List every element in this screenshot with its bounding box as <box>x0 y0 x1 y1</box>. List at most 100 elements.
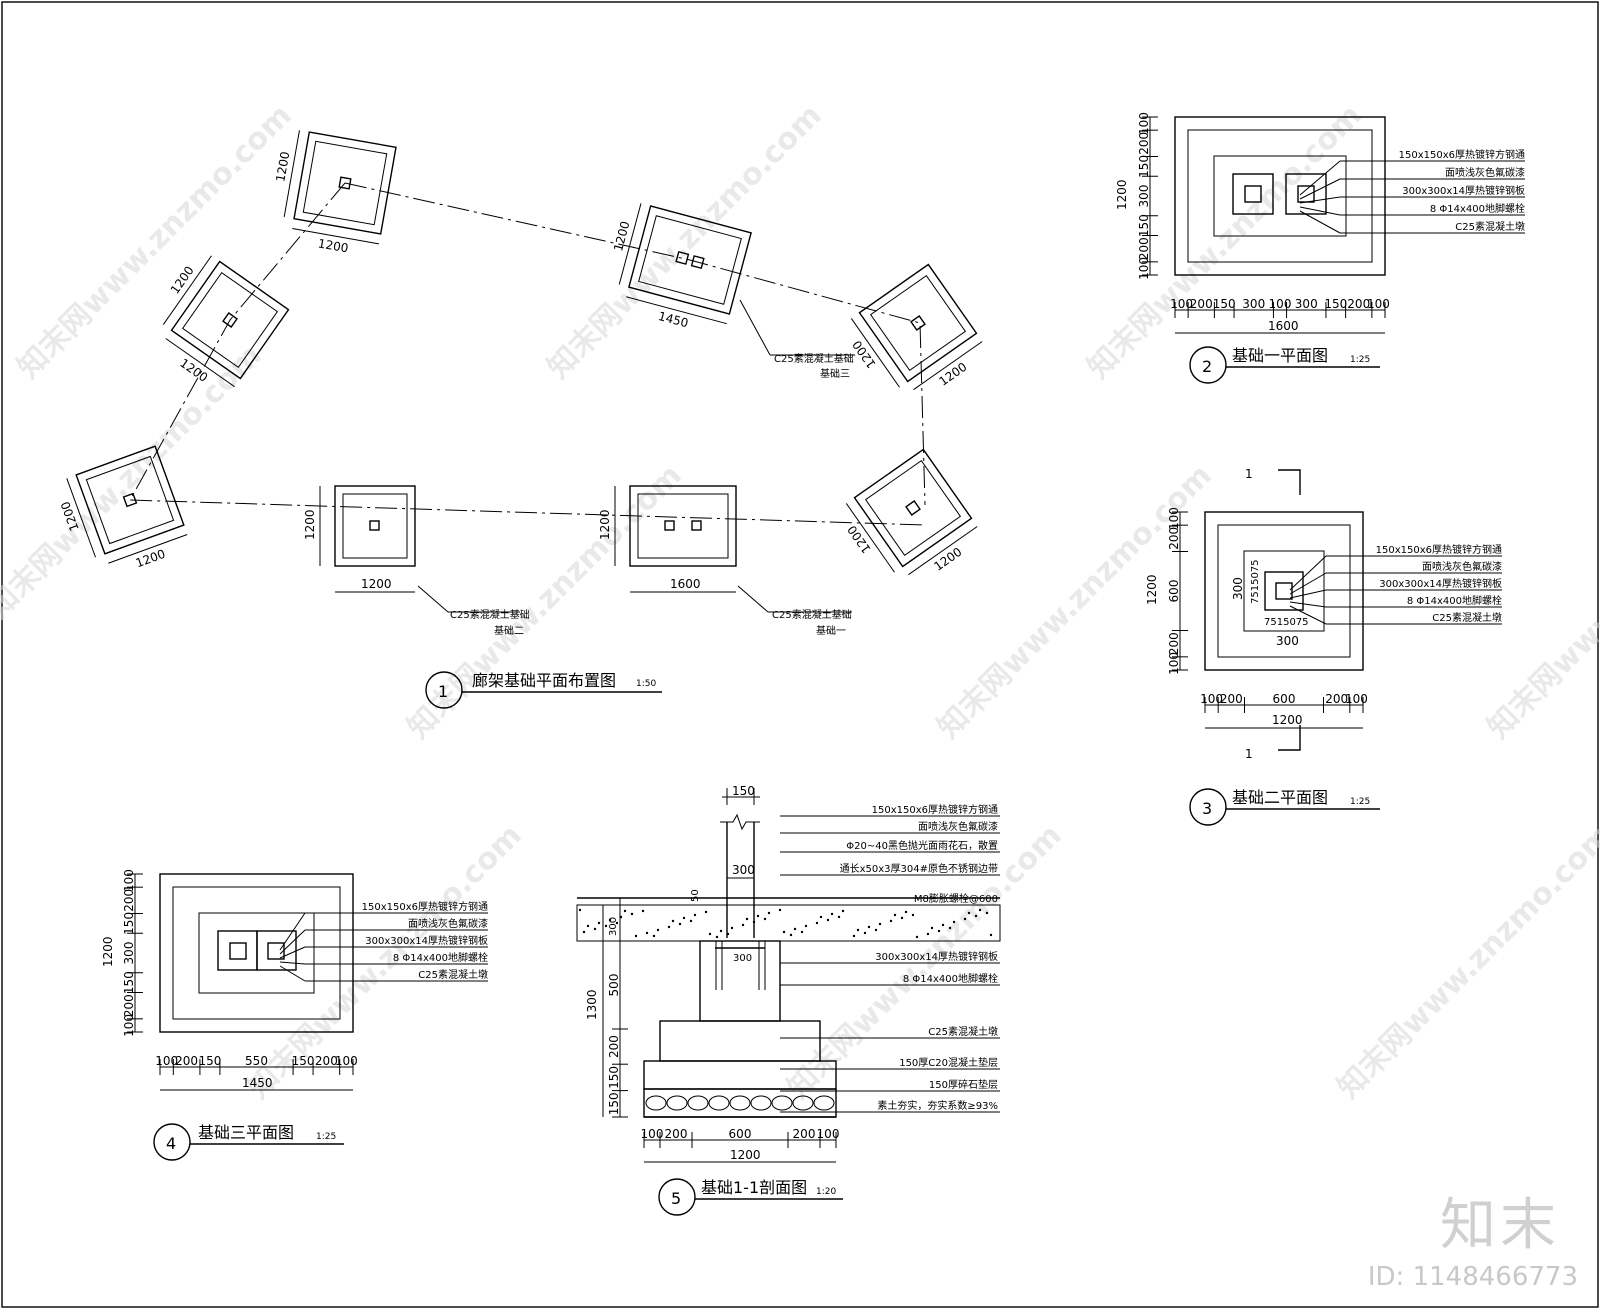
aggregate-dot <box>915 935 919 939</box>
note-text: 150x150x6厚热镀锌方钢通 <box>362 900 488 913</box>
svg-text:300: 300 <box>1276 634 1299 648</box>
view-number: 2 <box>1202 357 1212 376</box>
leader-line <box>279 961 306 965</box>
aggregate-dot <box>789 933 793 937</box>
view-scale: 1:25 <box>316 1132 336 1142</box>
section-mark: 1 <box>1245 467 1253 481</box>
dim-text: 200 <box>1220 692 1243 706</box>
dim-text: 300 <box>1295 297 1318 311</box>
view-1-layout-plan: 1200 1200 1200 1200 1200 1200 1200 1450 <box>58 130 983 709</box>
aggregate-dot <box>911 913 915 917</box>
view-number: 4 <box>166 1134 176 1153</box>
aggregate-dot <box>778 908 782 912</box>
dim-text: 100 <box>122 869 136 892</box>
dim-text: 300 <box>1242 297 1265 311</box>
note-text: 面喷浅灰色氟碳漆 <box>408 917 488 930</box>
dim-text: 550 <box>245 1054 268 1068</box>
crushed-stone <box>666 1095 688 1111</box>
aggregate-dot <box>756 914 760 918</box>
dim-text: 200 <box>175 1054 198 1068</box>
centerline <box>129 182 926 526</box>
dim-text: 150 <box>1324 297 1347 311</box>
aggregate-dot <box>604 924 608 928</box>
aggregate-dot <box>989 933 993 937</box>
note-text: 8 Φ14x400地脚螺栓 <box>903 972 998 985</box>
dim-text: 100 <box>122 1014 136 1037</box>
note-text: 8 Φ14x400地脚螺栓 <box>393 951 488 964</box>
aggregate-dot <box>726 932 730 936</box>
svg-text:1200: 1200 <box>134 547 167 571</box>
dim-text: 150 <box>122 971 136 994</box>
note-text: 300x300x14厚热镀锌钢板 <box>1379 577 1502 590</box>
aggregate-dot <box>593 927 597 931</box>
watermark: 知末网www.znzmo.com <box>541 98 829 386</box>
leader-line <box>1299 160 1341 196</box>
aggregate-dot <box>586 924 590 928</box>
dim-text: 100 <box>1137 112 1151 135</box>
svg-text:1200: 1200 <box>931 545 964 574</box>
aggregate-dot <box>745 917 749 921</box>
crushed-stone <box>771 1095 793 1111</box>
leader-line <box>279 912 306 951</box>
dim-text: 100 <box>1200 692 1223 706</box>
aggregate-dot <box>689 919 693 923</box>
footing-h: 1200 1600 <box>598 485 737 593</box>
view-title: 基础二平面图 <box>1232 788 1328 807</box>
note-text: 素土夯实，夯实系数≥93% <box>877 1099 998 1112</box>
dim-text: 200 <box>1137 132 1151 155</box>
crushed-stone <box>813 1095 835 1111</box>
view-title: 基础一平面图 <box>1232 346 1328 365</box>
aggregate-dot <box>978 908 982 912</box>
dim-text: 300 <box>122 942 136 965</box>
dim-text: 100 <box>1345 692 1368 706</box>
leader-line <box>1299 178 1341 200</box>
aggregate-dot <box>623 909 627 913</box>
aggregate-dot <box>856 928 860 932</box>
note-text: 150厚碎石垫层 <box>929 1078 998 1091</box>
note-f1-1: C25素混凝土基础 <box>772 608 852 621</box>
svg-text:300: 300 <box>732 863 755 877</box>
image-id: ID: 1148466773 <box>1367 1262 1578 1292</box>
svg-text:1200: 1200 <box>1115 179 1129 210</box>
aggregate-dot <box>615 921 619 925</box>
aggregate-dot <box>634 934 638 938</box>
aggregate-dot <box>682 916 686 920</box>
dim-text: 200 <box>1347 297 1370 311</box>
svg-text:1200: 1200 <box>598 509 612 540</box>
aggregate-dot <box>930 926 934 930</box>
svg-text:300: 300 <box>1231 577 1245 600</box>
dim-text: 200 <box>1167 527 1181 550</box>
dim-text: 100 <box>1170 297 1193 311</box>
aggregate-dot <box>597 921 601 925</box>
note-text: C25素混凝土墩 <box>1455 220 1525 233</box>
dim-text: 150 <box>607 1092 621 1115</box>
aggregate-dot <box>926 932 930 936</box>
leader-line <box>1299 196 1341 204</box>
note-text: 300x300x14厚热镀锌钢板 <box>365 934 488 947</box>
svg-text:1200: 1200 <box>730 1148 761 1162</box>
svg-text:1450: 1450 <box>242 1076 273 1090</box>
aggregate-dot <box>608 918 612 922</box>
note-text: 8 Φ14x400地脚螺栓 <box>1430 202 1525 215</box>
view-number: 1 <box>438 682 448 701</box>
leader-line <box>1299 206 1341 216</box>
dim-text: 150 <box>1137 214 1151 237</box>
svg-text:1200: 1200 <box>168 264 197 297</box>
note-text: 通长x50x3厚304#原色不锈钢边带 <box>840 862 998 875</box>
dim-text: 600 <box>1273 692 1296 706</box>
view-title: 基础三平面图 <box>198 1123 294 1142</box>
aggregate-dot <box>793 927 797 931</box>
note-text: M8膨胀螺栓@600 <box>914 892 998 905</box>
footing-a: 1200 1200 <box>273 130 397 255</box>
aggregate-dot <box>952 920 956 924</box>
aggregate-dot <box>704 910 708 914</box>
section-mark: 1 <box>1245 747 1253 761</box>
aggregate-dot <box>941 923 945 927</box>
aggregate-dot <box>582 930 586 934</box>
dim-text: 150 <box>1213 297 1236 311</box>
note-text: 300x300x14厚热镀锌钢板 <box>875 950 998 963</box>
